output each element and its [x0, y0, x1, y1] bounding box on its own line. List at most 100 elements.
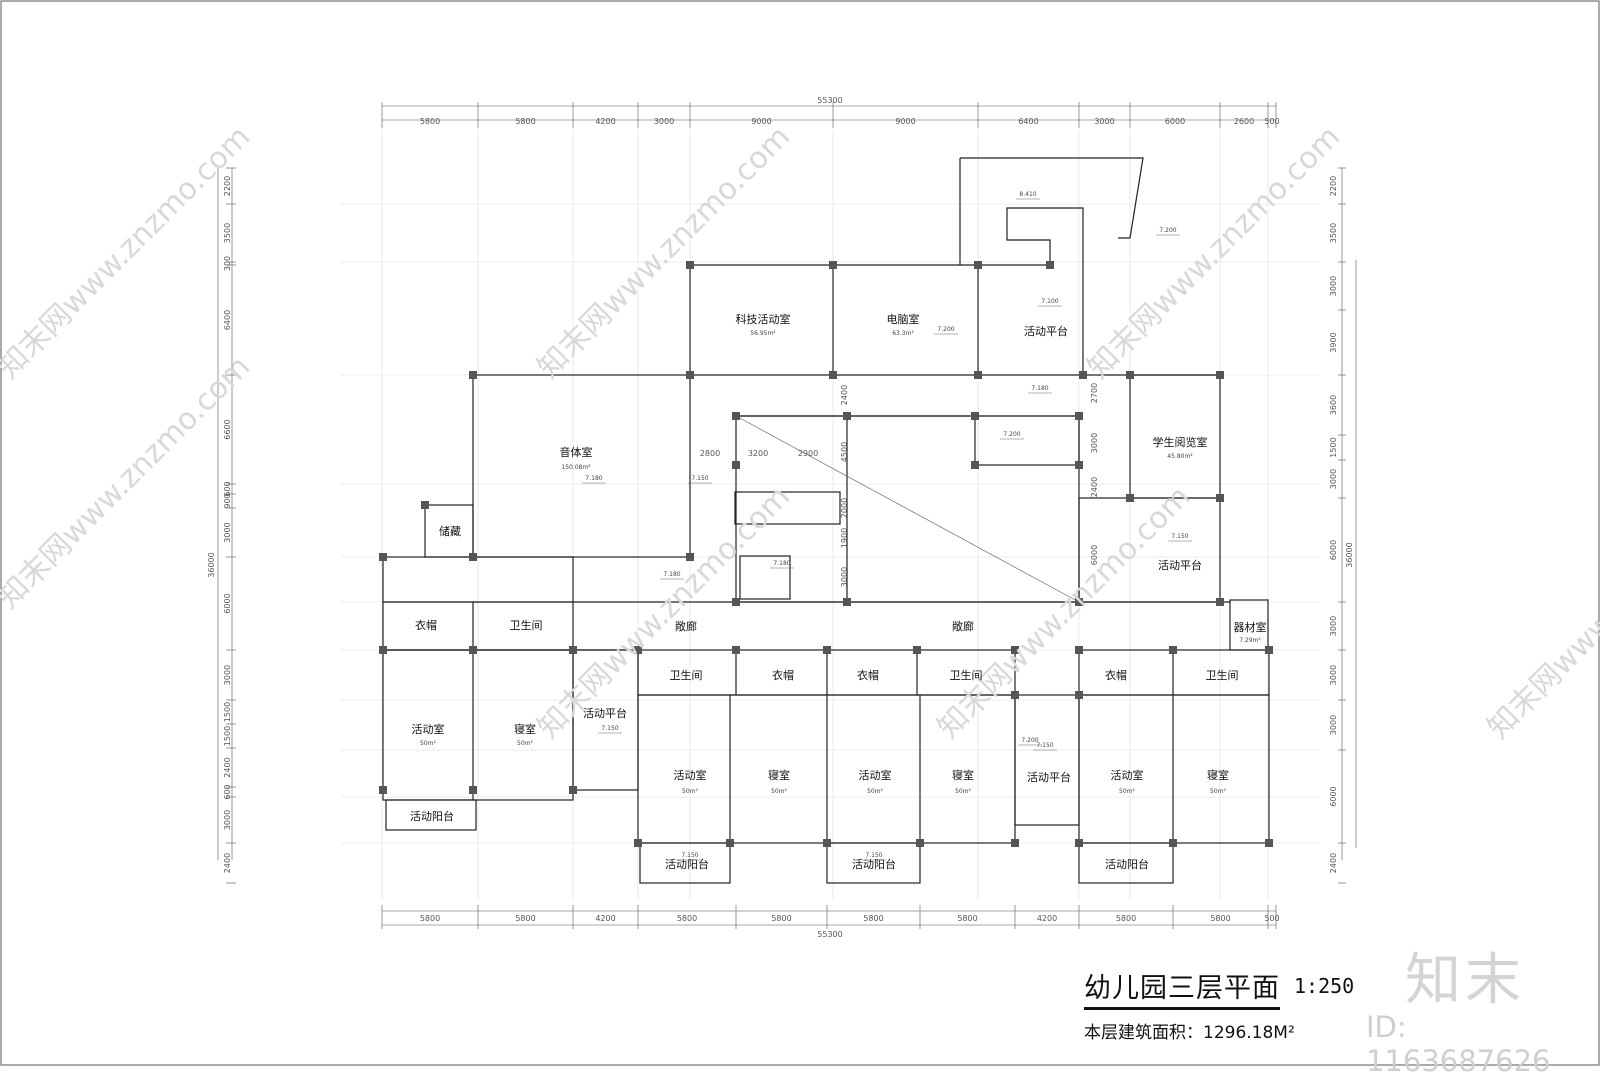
- column: [686, 261, 694, 269]
- column: [1011, 646, 1019, 654]
- dim-right-label: 3900: [1329, 332, 1338, 352]
- dim-bottom-label: 4200: [1037, 914, 1057, 923]
- room-cloak-1: 衣帽: [415, 618, 437, 632]
- dim-inner-label: 2400: [840, 385, 849, 405]
- room-balcony-2: 活动阳台: [665, 857, 709, 871]
- dim-bottom-total: 55300: [817, 930, 842, 939]
- elevation-mark: 7.180: [773, 560, 790, 567]
- column: [1075, 598, 1083, 606]
- dim-inner-label: 1900: [840, 528, 849, 548]
- watermark-5: 知末网www.znzmo.com: [531, 479, 797, 745]
- dim-top-label: 3000: [654, 117, 674, 126]
- dimension-chains: [217, 102, 1357, 929]
- column: [732, 461, 740, 469]
- plan-title: 幼儿园三层平面: [1084, 966, 1280, 1010]
- room-sleep-3-area: 50m²: [955, 788, 971, 795]
- room-sleep-4-area: 50m²: [1210, 788, 1226, 795]
- room-sleep-1-area: 50m²: [517, 740, 533, 747]
- dim-right-labels: 2200350030003900360015003000600030003000…: [1329, 176, 1338, 873]
- elevation-mark: 7.100: [1041, 298, 1058, 305]
- column: [916, 839, 924, 847]
- column: [1046, 261, 1054, 269]
- elevation-mark: 7.150: [681, 852, 698, 859]
- column: [843, 598, 851, 606]
- dim-right-label: 1500: [1329, 437, 1338, 457]
- column: [732, 646, 740, 654]
- column: [1169, 839, 1177, 847]
- column: [634, 839, 642, 847]
- column: [379, 553, 387, 561]
- column: [421, 501, 429, 509]
- room-cloak-2: 衣帽: [772, 668, 794, 682]
- dim-left-label: 600: [223, 481, 232, 496]
- dim-right-label: 3600: [1329, 395, 1338, 415]
- room-reading-area: 45.80m²: [1167, 453, 1193, 460]
- structural-columns: [379, 261, 1273, 847]
- column: [974, 261, 982, 269]
- elevation-mark: 7.200: [1003, 431, 1020, 438]
- room-activity-2-area: 50m²: [682, 788, 698, 795]
- column: [469, 371, 477, 379]
- dim-left-label: 2400: [223, 757, 232, 777]
- dim-left-label: 600: [223, 784, 232, 799]
- room-sleep-4: 寝室: [1207, 768, 1229, 782]
- column: [686, 553, 694, 561]
- elevation-mark: 7.200: [1159, 227, 1176, 234]
- elevation-mark: 7.150: [691, 475, 708, 482]
- room-activity-4: 活动室: [1111, 768, 1144, 782]
- column: [732, 412, 740, 420]
- dim-top-label: 500: [1264, 117, 1279, 126]
- room-platform-mid2: 活动平台: [1027, 770, 1071, 784]
- room-equipment-area: 7.29m²: [1239, 637, 1261, 644]
- dim-inner-label: 2400: [1090, 477, 1099, 497]
- room-computer-area: 63.3m²: [892, 330, 914, 337]
- dim-inner-label: 2800: [700, 449, 720, 458]
- elevation-mark: 7.150: [601, 725, 618, 732]
- dim-top-label: 6400: [1018, 117, 1038, 126]
- room-corridor-2: 敞廊: [952, 619, 974, 633]
- elevation-mark: 7.150: [865, 852, 882, 859]
- room-balcony-1: 活动阳台: [410, 809, 454, 823]
- column: [971, 412, 979, 420]
- dim-top-label: 2600: [1234, 117, 1254, 126]
- dim-top-label: 9000: [895, 117, 915, 126]
- dim-left-total: 36000: [207, 552, 216, 577]
- room-cloak-3: 衣帽: [857, 668, 879, 682]
- room-sleep-3: 寝室: [952, 768, 974, 782]
- dim-right-label: 3000: [1329, 469, 1338, 489]
- dim-bottom-label: 4200: [595, 914, 615, 923]
- dim-right-label: 6000: [1329, 786, 1338, 806]
- room-music: 音体室: [560, 445, 593, 459]
- dim-top-total: 55300: [817, 96, 842, 105]
- elevation-mark: 7.180: [663, 571, 680, 578]
- room-tech: 科技活动室: [736, 312, 791, 326]
- dim-inner-label: 3200: [748, 449, 768, 458]
- dim-top-label: 4200: [595, 117, 615, 126]
- dim-left-label: 3000: [223, 522, 232, 542]
- dim-left-label: 6400: [223, 310, 232, 330]
- column: [1216, 371, 1224, 379]
- dim-left-label: 2400: [223, 853, 232, 873]
- dim-inner-label: 6000: [1090, 545, 1099, 565]
- column: [1075, 839, 1083, 847]
- column: [469, 646, 477, 654]
- column: [1075, 646, 1083, 654]
- dim-right-label: 3000: [1329, 665, 1338, 685]
- column: [823, 839, 831, 847]
- dim-bottom-label: 5800: [1116, 914, 1136, 923]
- column: [1126, 371, 1134, 379]
- elevation-mark: 8.410: [1019, 191, 1036, 198]
- elevation-mark: 7.180: [585, 475, 602, 482]
- dim-bottom-label: 5800: [420, 914, 440, 923]
- dim-left-label: 1500: [223, 726, 232, 746]
- column: [1075, 412, 1083, 420]
- room-labels: 科技活动室 56.95m² 电脑室 63.3m² 活动平台 音体室 150.08…: [410, 312, 1267, 871]
- room-balcony-4: 活动阳台: [1105, 857, 1149, 871]
- room-activity-1: 活动室: [412, 722, 445, 736]
- dim-top-label: 3000: [1094, 117, 1114, 126]
- dim-inner-label: 2700: [1090, 383, 1099, 403]
- column: [726, 839, 734, 847]
- dim-left-label: 1500: [223, 702, 232, 722]
- column: [843, 412, 851, 420]
